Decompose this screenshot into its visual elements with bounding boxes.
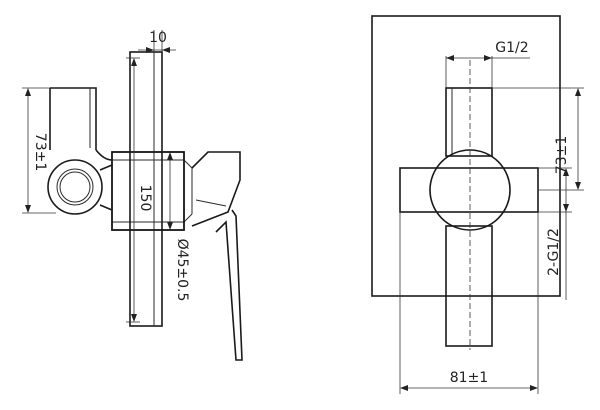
lever-handle [49,87,113,161]
bottom-spindle [445,225,493,347]
dim-handle-height: 73±1 [22,87,56,214]
dim-overall-width: 81±1 [399,212,539,394]
dim-overall-length-label: 150 [137,185,153,212]
dim-body-diameter: Ø45±0.5 [167,152,190,301]
mixer-lever [191,151,243,361]
dim-overall-length: 150 [126,57,153,323]
dim-inlet-threads: 2-G1/2 [538,167,572,300]
outlet-ring [47,159,103,215]
outlet-spindle [445,87,493,157]
dim-body-diameter-label: Ø45±0.5 [174,239,190,302]
dim-outlet-thread: G1/2 [445,40,530,88]
dim-top-width-label: 10 [149,30,167,46]
dim-outlet-thread-label: G1/2 [495,40,528,56]
dim-vertical-offset-label: 73±1 [554,136,570,174]
dim-vertical-offset: 73±1 [492,87,584,191]
dim-top-width: 10 [138,30,176,53]
front-wall-plate [371,15,561,297]
front-view: G1/2 73±1 2-G1/2 81±1 [371,15,584,394]
inlet-pipes [399,167,539,213]
side-view: 73±1 Ø45±0.5 [22,30,243,361]
dim-handle-height-label: 73±1 [32,133,48,171]
dim-overall-width-label: 81±1 [450,370,488,386]
dim-inlet-threads-label: 2-G1/2 [546,228,562,276]
